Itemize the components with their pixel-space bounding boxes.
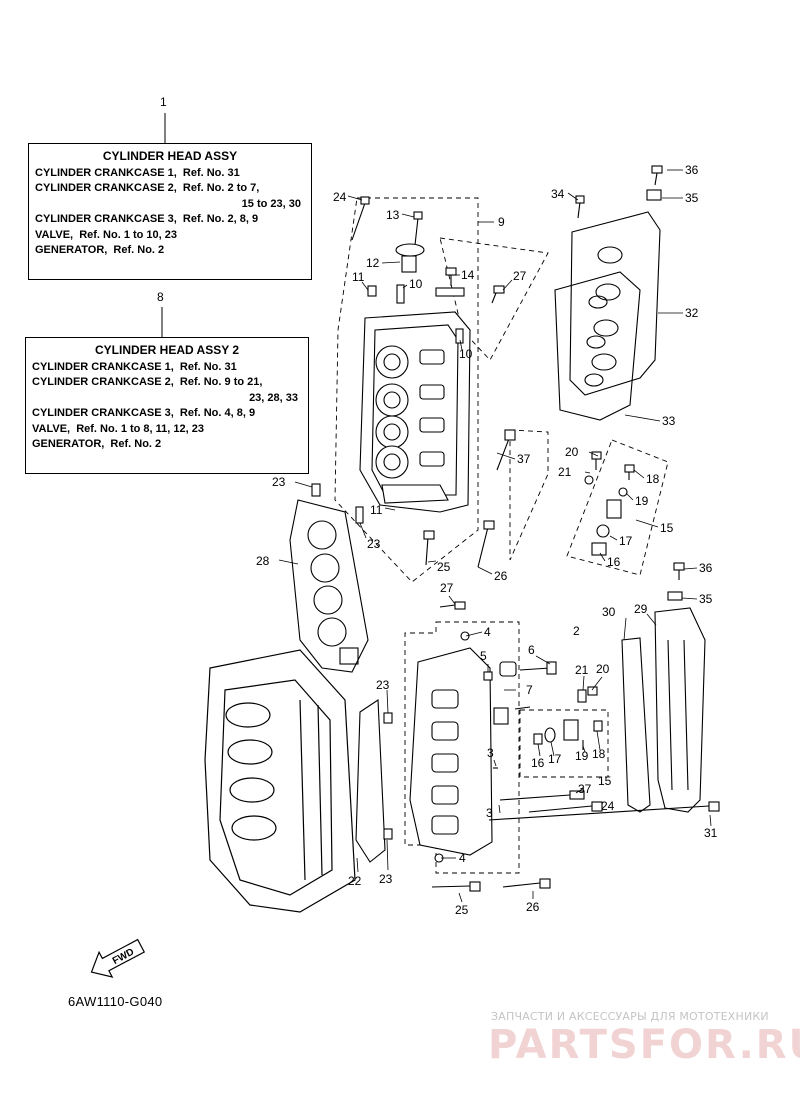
ref-label: 3 xyxy=(486,806,493,820)
callout-line: CYLINDER CRANKCASE 1, Ref. No. 31 xyxy=(35,166,240,179)
fwd-arrow-icon: FWD xyxy=(90,938,146,978)
ref-label: 36 xyxy=(685,163,699,177)
ref-label: 10 xyxy=(409,277,423,291)
ref-label: 11 xyxy=(370,503,383,517)
ref-label: 24 xyxy=(333,190,347,204)
ref-label: 19 xyxy=(575,749,589,763)
ref-label: 27 xyxy=(440,581,454,595)
watermark-logo: PARTSFOR.RU xyxy=(488,1022,800,1068)
ref-label: 28 xyxy=(256,554,270,568)
ref-label: 5 xyxy=(480,649,487,663)
leader-lines xyxy=(278,169,712,903)
ref-label: 15 xyxy=(598,774,612,788)
ref-label: 30 xyxy=(602,605,616,619)
callout-stems xyxy=(161,113,166,337)
valve-cover-lower xyxy=(621,607,706,813)
ref-label: 32 xyxy=(685,306,699,320)
ref-label: 7 xyxy=(526,683,533,697)
ref-label: 4 xyxy=(459,851,466,865)
ref-label: 22 xyxy=(348,874,362,888)
ref-label: 23 xyxy=(376,678,390,692)
callout-line: GENERATOR, Ref. No. 2 xyxy=(35,244,165,256)
callout-number: 8 xyxy=(157,290,164,304)
callout-line: GENERATOR, Ref. No. 2 xyxy=(32,438,162,450)
ref-label: 25 xyxy=(437,560,451,574)
callout-line: 23, 28, 33 xyxy=(249,391,298,404)
cylinder-block xyxy=(204,649,356,913)
callout-box-cylinder-head-assy-2: CYLINDER HEAD ASSY 2 CYLINDER CRANKCASE … xyxy=(25,337,309,474)
ref-label: 17 xyxy=(619,534,633,548)
callout-line: CYLINDER CRANKCASE 2, Ref. No. 2 to 7, xyxy=(35,182,260,194)
ref-label: 9 xyxy=(498,215,505,229)
callout-number: 1 xyxy=(160,95,167,109)
callout-box-cylinder-head-assy: CYLINDER HEAD ASSY CYLINDER CRANKCASE 1,… xyxy=(28,143,312,280)
head-gasket xyxy=(289,499,369,673)
ref-label: 26 xyxy=(526,900,540,914)
ref-label: 18 xyxy=(592,747,606,761)
callout-line: CYLINDER CRANKCASE 1, Ref. No. 31 xyxy=(32,360,237,373)
fwd-label: FWD xyxy=(111,947,136,967)
ref-label: 27 xyxy=(513,269,527,283)
ref-label: 17 xyxy=(548,752,562,766)
ref-label: 12 xyxy=(366,256,380,270)
ref-label: 25 xyxy=(455,903,469,917)
ref-label: 13 xyxy=(386,208,400,222)
ref-label: 37 xyxy=(578,782,592,796)
cylinder-head-lower xyxy=(409,647,493,856)
ref-label: 29 xyxy=(634,602,648,616)
valve-cover-upper xyxy=(554,211,661,421)
ref-label: 11 xyxy=(352,270,365,284)
ref-label: 4 xyxy=(484,625,491,639)
diagram-code: 6AW1110-G040 xyxy=(68,994,163,1009)
callout-box-title: CYLINDER HEAD ASSY 2 xyxy=(94,343,240,357)
cylinder-head-upper xyxy=(359,311,471,513)
ref-label: 37 xyxy=(517,452,531,466)
ref-label: 19 xyxy=(635,494,649,508)
ref-label: 35 xyxy=(699,592,713,606)
ref-label: 21 xyxy=(575,663,589,677)
ref-label: 14 xyxy=(461,268,475,282)
callout-line: CYLINDER CRANKCASE 3, Ref. No. 4, 8, 9 xyxy=(32,407,256,419)
lower-gasket xyxy=(355,699,386,863)
ref-label: 3 xyxy=(487,746,494,760)
callout-box-title: CYLINDER HEAD ASSY xyxy=(102,149,238,163)
ref-label: 16 xyxy=(531,756,545,770)
ref-label: 20 xyxy=(565,445,579,459)
ref-label: 21 xyxy=(558,465,572,479)
watermark-tagline: ЗАПЧАСТИ И АКСЕССУАРЫ ДЛЯ МОТОТЕХНИКИ xyxy=(491,1010,769,1023)
ref-label: 23 xyxy=(379,872,393,886)
callout-line: 15 to 23, 30 xyxy=(241,197,301,210)
ref-label: 26 xyxy=(494,569,508,583)
reference-numbers: 24 13 9 34 36 35 12 14 27 11 10 10 32 33… xyxy=(256,163,718,917)
ref-label: 6 xyxy=(528,643,535,657)
ref-label: 2 xyxy=(573,624,580,638)
ref-label: 15 xyxy=(660,521,674,535)
callout-line: CYLINDER CRANKCASE 2, Ref. No. 9 to 21, xyxy=(32,376,263,388)
ref-label: 20 xyxy=(596,662,610,676)
ref-label: 31 xyxy=(704,826,718,840)
ref-label: 18 xyxy=(646,472,660,486)
ref-label: 16 xyxy=(607,555,621,569)
callout-line: VALVE, Ref. No. 1 to 8, 11, 12, 23 xyxy=(32,422,204,435)
ref-label: 35 xyxy=(685,191,699,205)
ref-label: 34 xyxy=(551,187,565,201)
ref-label: 36 xyxy=(699,561,713,575)
ref-label: 23 xyxy=(367,537,381,551)
ref-label: 33 xyxy=(662,414,676,428)
ref-label: 24 xyxy=(601,799,615,813)
callout-line: CYLINDER CRANKCASE 3, Ref. No. 2, 8, 9 xyxy=(35,213,259,225)
callout-line: VALVE, Ref. No. 1 to 10, 23 xyxy=(35,228,178,241)
ref-label: 23 xyxy=(272,475,286,489)
small-parts xyxy=(311,165,720,892)
ref-label: 10 xyxy=(459,347,473,361)
